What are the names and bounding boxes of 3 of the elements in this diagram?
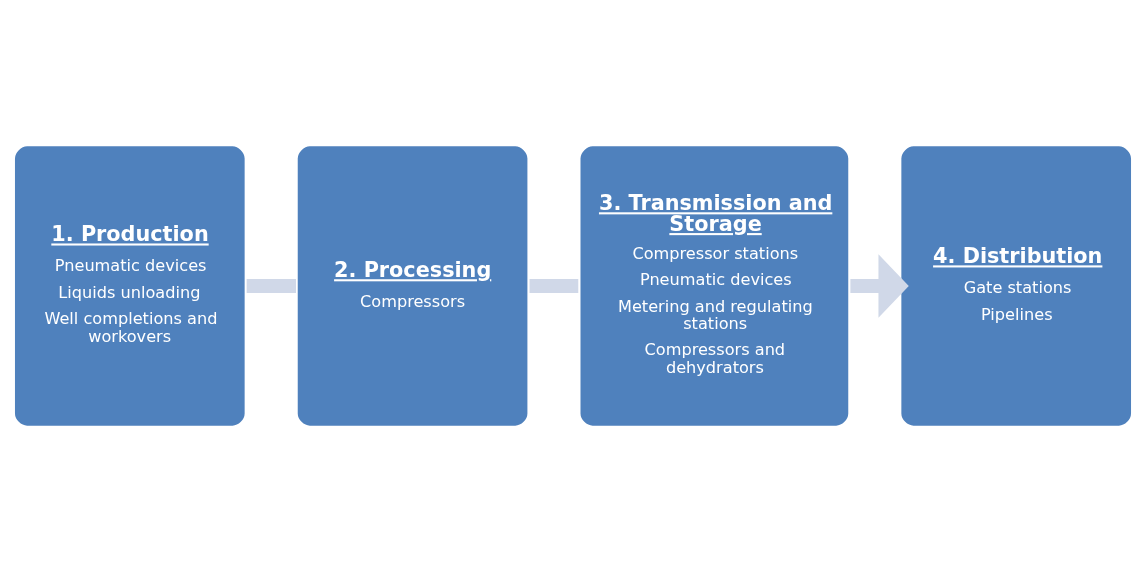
connector [246, 279, 296, 293]
connector [529, 279, 579, 293]
arrow [850, 254, 909, 318]
